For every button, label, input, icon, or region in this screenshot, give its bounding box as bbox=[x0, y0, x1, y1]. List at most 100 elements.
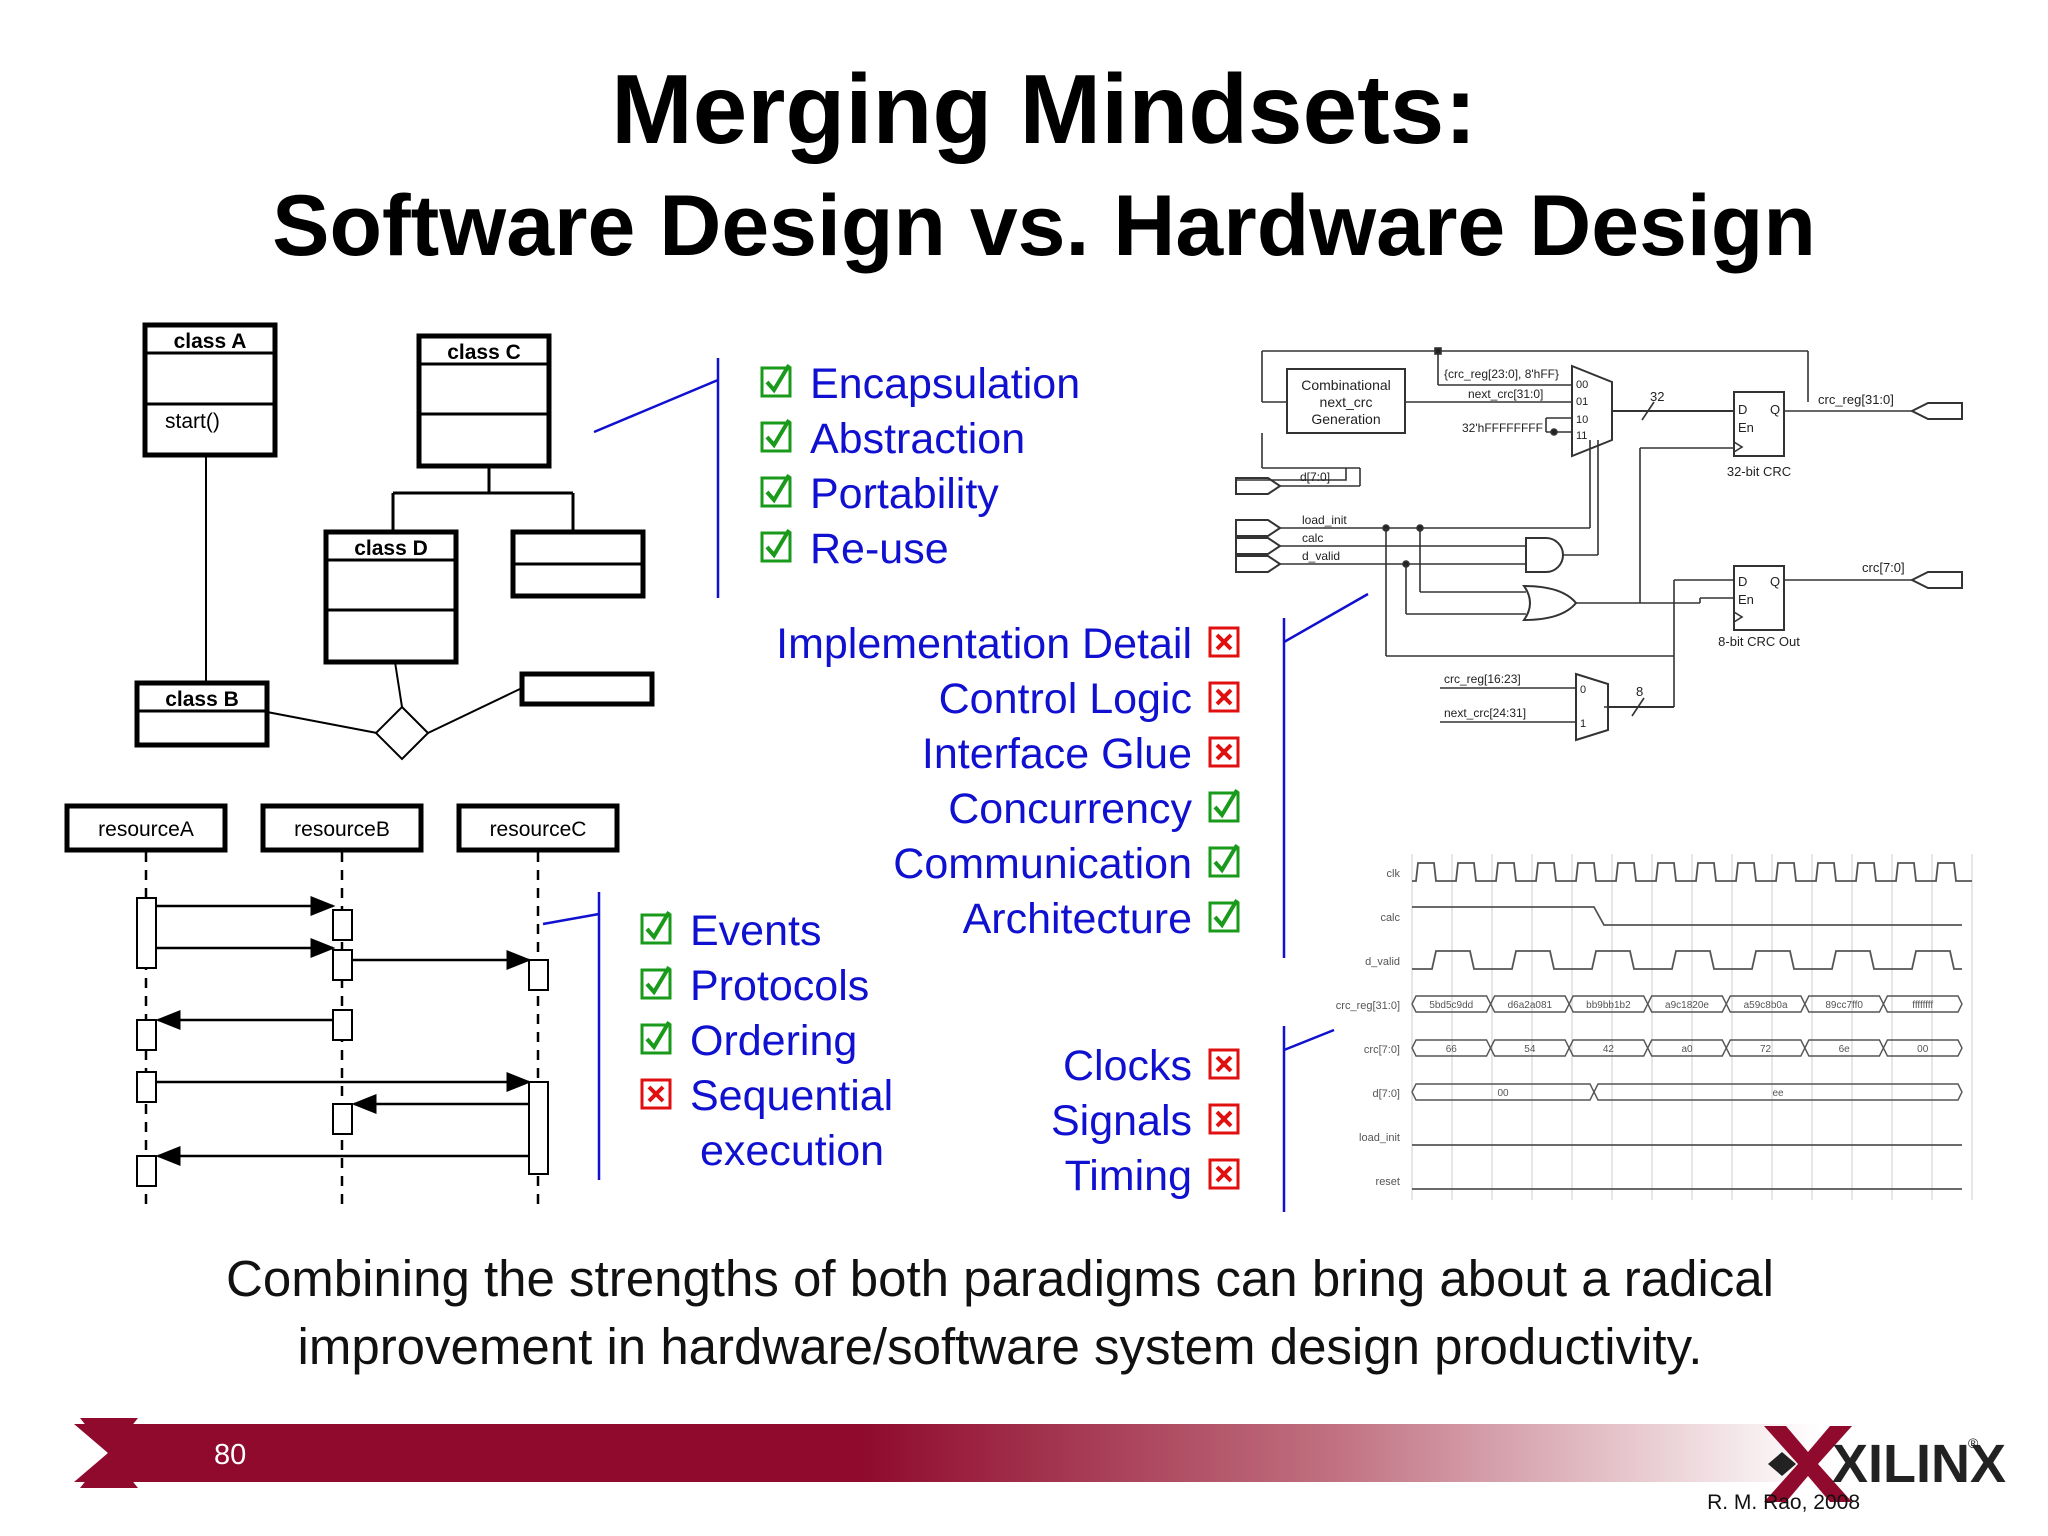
mux-sel-01: 01 bbox=[1576, 396, 1588, 408]
association-line bbox=[266, 711, 378, 734]
class-diagram: class A start() class C class D class B bbox=[134, 322, 655, 761]
register-32bit bbox=[1733, 391, 1785, 457]
association-line bbox=[427, 687, 523, 734]
checkbox-crossed-icon bbox=[1208, 1158, 1240, 1190]
reg8-en-pin: En bbox=[1738, 592, 1754, 607]
output-port bbox=[1909, 571, 1963, 589]
crc-reg-bus-value: 5bd5c9dd bbox=[1429, 1000, 1473, 1011]
input-port-d-valid bbox=[1235, 555, 1282, 573]
pointer-line bbox=[1283, 592, 1369, 644]
input-port-load-init bbox=[1235, 519, 1282, 537]
crc-bus-value: 54 bbox=[1524, 1044, 1536, 1055]
combo-line-3: Generation bbox=[1311, 411, 1380, 427]
class-a-name: class A bbox=[174, 330, 247, 353]
checkbox-checked-icon bbox=[640, 965, 672, 1000]
activation-bar bbox=[332, 1103, 353, 1135]
association-line bbox=[394, 661, 403, 708]
sequence-item-label: Protocols bbox=[690, 962, 869, 1010]
mux-in-0-label: {crc_reg[23:0], 8'hFF} bbox=[1444, 367, 1559, 381]
brand-wordmark: XILINX bbox=[1832, 1434, 2006, 1494]
resource-c-label: resourceC bbox=[490, 818, 587, 841]
crc-reg-bus-value: 89cc7ff0 bbox=[1825, 1000, 1863, 1011]
sequence-diagram: resourceA resourceB resourceC bbox=[64, 803, 620, 1210]
resource-b-label: resourceB bbox=[294, 818, 390, 841]
out-crc-reg-label: crc_reg[31:0] bbox=[1818, 392, 1894, 407]
pointer-line bbox=[542, 912, 600, 926]
benefit-item-label: Encapsulation bbox=[810, 360, 1080, 408]
crc-reg-bus-value: d6a2a081 bbox=[1508, 1000, 1553, 1011]
activation-bar bbox=[136, 1155, 157, 1187]
combo-line-2: next_crc bbox=[1320, 394, 1373, 410]
activation-bar bbox=[332, 1009, 353, 1041]
reg32-label: 32-bit CRC bbox=[1727, 464, 1791, 479]
mux-in-2-label: 32'hFFFFFFFF bbox=[1462, 421, 1543, 435]
out-crc-label: crc[7:0] bbox=[1862, 560, 1905, 575]
bus-slash bbox=[1641, 401, 1655, 421]
reg8-d-pin: D bbox=[1738, 574, 1747, 589]
footer-bar: 80 bbox=[74, 1418, 1820, 1488]
pointer-line bbox=[593, 378, 719, 434]
xilinx-logo: XILINX ® bbox=[1764, 1426, 2006, 1502]
implementation-item-label: Architecture bbox=[963, 895, 1192, 943]
mux-sel-00: 00 bbox=[1576, 379, 1588, 391]
and-gate bbox=[1525, 537, 1564, 573]
checkbox-checked-icon bbox=[760, 528, 792, 563]
or-gate bbox=[1522, 584, 1578, 622]
in-calc-label: calc bbox=[1302, 531, 1323, 545]
reg32-d-pin: D bbox=[1738, 402, 1747, 417]
sequence-item-label: Events bbox=[690, 907, 821, 955]
slide-subtitle: Software Design vs. Hardware Design bbox=[272, 178, 1816, 274]
implementation-item-label: Communication bbox=[893, 840, 1192, 888]
mux-4to1 bbox=[1571, 364, 1613, 458]
signal-name: reset bbox=[1376, 1176, 1400, 1188]
benefit-item-label: Abstraction bbox=[810, 415, 1025, 463]
checkbox-checked-icon bbox=[640, 1020, 672, 1055]
checkbox-checked-icon bbox=[760, 418, 792, 453]
signal-name: d_valid bbox=[1365, 956, 1400, 968]
crc-bus-value: 00 bbox=[1917, 1044, 1929, 1055]
aggregation-diamond bbox=[374, 705, 430, 761]
activation-bar bbox=[332, 949, 353, 981]
sequence-list: EventsProtocolsOrderingSequentialexecuti… bbox=[640, 907, 893, 1175]
crc-bus-value: 66 bbox=[1446, 1044, 1458, 1055]
summary-line-2: improvement in hardware/software system … bbox=[298, 1318, 1703, 1375]
checkbox-crossed-icon bbox=[1208, 1048, 1240, 1080]
crc-bus-value: 42 bbox=[1603, 1044, 1615, 1055]
reg32-q-pin: Q bbox=[1770, 402, 1780, 417]
combinational-block bbox=[1286, 368, 1406, 434]
crc-reg-bus bbox=[1882, 995, 1963, 1013]
timing-item-label: Signals bbox=[1051, 1097, 1192, 1145]
checkbox-crossed-icon bbox=[1208, 1103, 1240, 1135]
checkbox-checked-icon bbox=[760, 363, 792, 398]
sequence-item-label: Ordering bbox=[690, 1017, 857, 1065]
combo-line-1: Combinational bbox=[1301, 377, 1391, 393]
crc-bus-value: 6e bbox=[1839, 1044, 1851, 1055]
signal-name: crc_reg[31:0] bbox=[1336, 1000, 1400, 1012]
clock-pin bbox=[1733, 441, 1744, 453]
lifeline-header-b bbox=[260, 803, 424, 853]
timing-item-label: Timing bbox=[1065, 1152, 1192, 1200]
checkbox-crossed-icon bbox=[1208, 626, 1240, 658]
unnamed-class-box bbox=[510, 529, 646, 599]
checkbox-checked-icon bbox=[640, 910, 672, 945]
output-port bbox=[1909, 402, 1963, 420]
sequence-item-label: execution bbox=[700, 1127, 884, 1175]
mux2-sel-1: 1 bbox=[1580, 718, 1586, 730]
crc-reg-bus-value: bb9bb1b2 bbox=[1586, 1000, 1631, 1011]
mux2-in-1-label: next_crc[24:31] bbox=[1444, 706, 1526, 720]
crc-reg-bus-value: a59c8b0a bbox=[1744, 1000, 1788, 1011]
activation-bar bbox=[528, 1081, 549, 1175]
class-c-box: class C bbox=[416, 333, 552, 469]
implementation-item-label: Interface Glue bbox=[922, 730, 1192, 778]
crc-schematic: Combinational next_crc Generation 00 01 … bbox=[1235, 347, 1963, 742]
footer-gradient-bar bbox=[74, 1424, 1820, 1482]
checkbox-checked-icon bbox=[760, 473, 792, 508]
class-a-method: start() bbox=[165, 410, 220, 433]
callout-brackets bbox=[542, 358, 1369, 1212]
activation-bar bbox=[136, 897, 157, 969]
activation-bar bbox=[332, 909, 353, 941]
pointer-line bbox=[1283, 1028, 1335, 1052]
bus-slash bbox=[1631, 697, 1645, 717]
